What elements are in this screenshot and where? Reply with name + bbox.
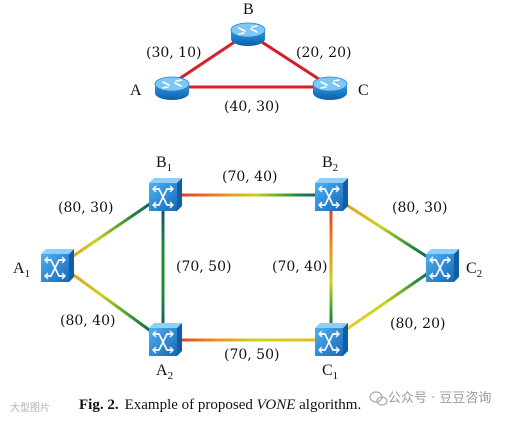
top-node-label-c: C [358, 82, 369, 99]
watermark-left: 大型图片 [10, 401, 50, 414]
wechat-icon [369, 391, 388, 406]
link-label-b2-c2: (80, 30) [392, 200, 447, 216]
top-node-label-b: B [243, 1, 254, 18]
node-label-c1: C1 [322, 362, 338, 382]
node-label-a2: A2 [156, 362, 173, 382]
link-label-b1-b2: (70, 40) [222, 169, 277, 185]
switch-icon-b1 [148, 177, 183, 212]
top-link-label-b-c: (20, 20) [296, 45, 351, 61]
link-a1-a2 [59, 263, 164, 342]
top-link-label-a-b: (30, 10) [146, 45, 201, 61]
top-link-label-a-c: (40, 30) [224, 99, 279, 115]
link-label-b1-a2: (70, 50) [176, 259, 231, 275]
link-label-a1-a2: (80, 40) [60, 313, 115, 329]
node-label-b1: B1 [156, 154, 172, 174]
switch-icon-a1 [40, 248, 75, 283]
link-label-c1-c2: (80, 20) [390, 316, 445, 332]
figure-caption: Fig. 2.Example of proposed VONE algorith… [79, 397, 361, 413]
switch-icon-c2 [425, 248, 460, 283]
link-label-a1-b1: (80, 30) [58, 200, 113, 216]
link-label-a2-c1: (70, 50) [224, 347, 279, 363]
link-label-b2-c1: (70, 40) [272, 259, 327, 275]
link-c1-c2 [330, 263, 441, 342]
link-a1-b1 [59, 193, 164, 267]
switch-icon-c1 [314, 322, 349, 357]
node-label-c2: C2 [466, 260, 482, 280]
node-label-a1: A1 [13, 260, 30, 280]
top-node-label-a: A [130, 82, 142, 99]
router-icon-b [230, 22, 266, 47]
switch-icon-b2 [314, 177, 349, 212]
node-label-b2: B2 [322, 154, 338, 174]
bottom-links [59, 193, 441, 342]
switch-icon-a2 [148, 322, 183, 357]
router-icon-c [312, 76, 348, 101]
router-icon-a [154, 76, 190, 101]
watermark-right-text: 公众号 · 豆豆咨询 [388, 391, 491, 406]
watermark-right: 公众号 · 豆豆咨询 [369, 391, 491, 406]
link-b2-c2 [330, 193, 441, 267]
